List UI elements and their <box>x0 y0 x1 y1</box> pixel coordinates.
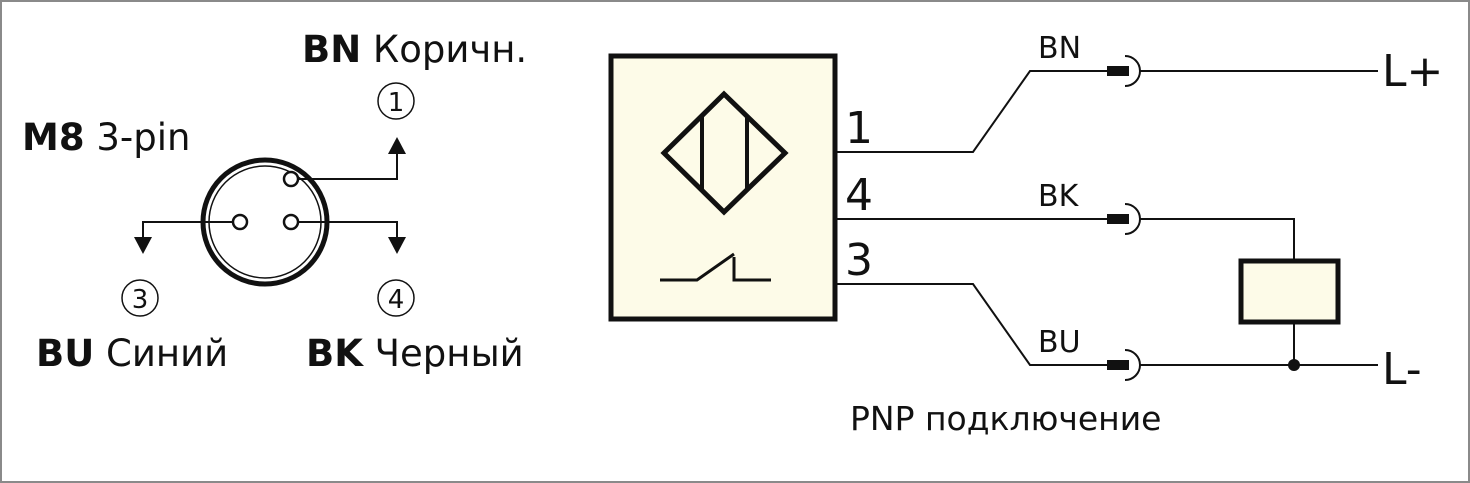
wire-bn-label: BN <box>1038 31 1081 66</box>
wire-bu <box>835 283 1107 366</box>
wire-bu-label: BU <box>1038 325 1081 360</box>
pin-4-arrow-icon <box>388 237 406 254</box>
wire-bk-socket <box>1124 203 1141 235</box>
wire-bk-plug <box>1107 214 1129 224</box>
wire-bk-load-line <box>1140 218 1295 261</box>
pnp-schematic: 1 4 3 BN BK BU L+ L- PNP подключение <box>608 31 1443 438</box>
connector-pinout: M8 3-pin 1 3 4 BN Коричн. BU Синий BK Че… <box>22 28 527 375</box>
wire-bu-plug <box>1107 360 1129 370</box>
connector-type-label: M8 3-pin <box>22 116 190 159</box>
pin-1-arrow-icon <box>388 137 406 154</box>
pin-3-number: 3 <box>132 285 149 315</box>
terminal-3-label: 3 <box>845 235 873 286</box>
pin-3-arrow-icon <box>134 237 152 254</box>
pin-4-color-label: BK Черный <box>306 332 524 375</box>
terminal-1-label: 1 <box>845 103 873 154</box>
pin-1-number: 1 <box>388 88 405 118</box>
pin-4-number: 4 <box>388 285 405 315</box>
pin-3-color-label: BU Синий <box>36 332 228 375</box>
switch-contact-icon <box>660 252 771 282</box>
pin-1-socket <box>282 170 300 188</box>
pin-3-number-circle <box>121 279 159 317</box>
pin-4-socket <box>282 213 300 231</box>
wire-bn-plug <box>1107 66 1129 76</box>
pin-4-number-circle <box>377 279 415 317</box>
pin-3-socket <box>231 213 249 231</box>
terminal-4-label: 4 <box>845 170 873 221</box>
wiring-caption: PNP подключение <box>850 399 1162 438</box>
pin-1-color-label: BN Коричн. <box>302 28 527 71</box>
supply-positive-label: L+ <box>1382 46 1443 97</box>
pin-4-lead <box>298 221 398 244</box>
supply-negative-label: L- <box>1382 344 1422 395</box>
wire-bk-label: BK <box>1038 179 1080 214</box>
wire-bu-socket <box>1124 349 1141 381</box>
load-box <box>1238 258 1341 325</box>
wire-bn <box>835 70 1107 153</box>
sensor-body <box>608 53 838 322</box>
pin-1-lead <box>298 147 398 180</box>
pin-1-number-circle <box>377 82 415 120</box>
pin-3-lead <box>142 221 233 244</box>
junction-dot <box>1288 359 1300 371</box>
wire-bn-socket <box>1124 55 1141 87</box>
inductive-sensor-icon <box>660 90 789 216</box>
